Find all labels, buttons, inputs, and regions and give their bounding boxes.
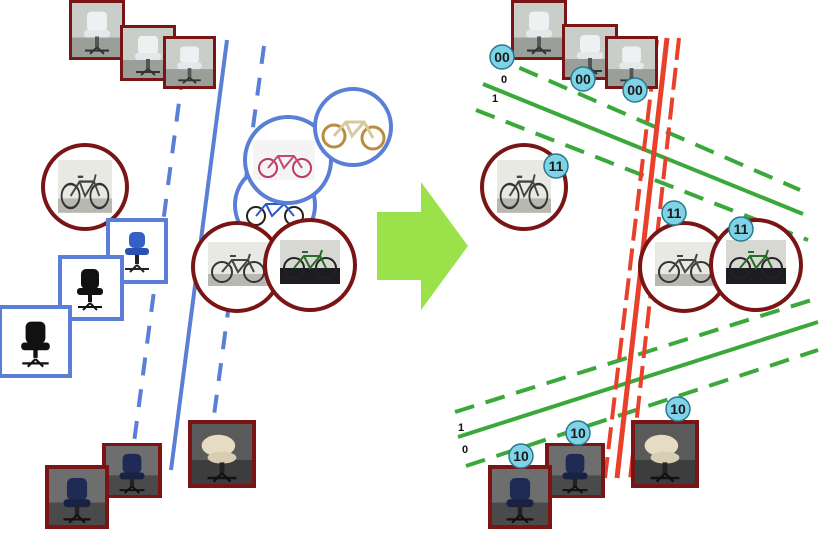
right-panel: 0 1 1 0 00 00 00 11 11 11 [454, 0, 819, 529]
svg-text:00: 00 [627, 82, 643, 98]
svg-text:11: 11 [734, 221, 749, 237]
chair-black-2-tile [58, 255, 124, 321]
r-chair-dark-2-tile [488, 465, 552, 529]
red-dashed-line-left [603, 39, 659, 479]
svg-text:10: 10 [670, 401, 686, 417]
chair-dark-1-tile [102, 443, 162, 498]
svg-text:11: 11 [549, 158, 564, 174]
left-panel [0, 0, 393, 529]
svg-text:11: 11 [667, 205, 682, 221]
bottom-bit-label-0: 0 [462, 444, 468, 456]
svg-text:00: 00 [575, 71, 591, 87]
bottom-bit-label-1: 1 [458, 422, 464, 434]
transform-arrow [377, 182, 468, 310]
badge-10-a: 10 [508, 443, 534, 469]
top-bit-label-1: 1 [492, 93, 498, 105]
badge-00-c: 00 [622, 77, 648, 103]
badge-11-c: 11 [728, 216, 754, 242]
chair-white-3-tile [163, 36, 216, 89]
bicycle-1-tile [41, 143, 129, 231]
chair-white-1-tile [69, 0, 125, 60]
badge-11-a: 11 [543, 153, 569, 179]
svg-text:00: 00 [494, 49, 510, 65]
chair-black-3-tile [0, 305, 72, 378]
badge-00-b: 00 [570, 66, 596, 92]
bicycle-cream-tile [313, 87, 393, 167]
bicycle-3-tile [263, 218, 357, 312]
badge-11-b: 11 [661, 200, 687, 226]
r-bicycle-3-tile [709, 218, 803, 312]
svg-text:10: 10 [513, 448, 529, 464]
top-bit-label-0: 0 [501, 74, 507, 86]
green-dashed-top-1 [489, 53, 801, 192]
r-chair-beige-tile [631, 420, 699, 488]
badge-10-c: 10 [665, 396, 691, 422]
badge-10-b: 10 [565, 420, 591, 446]
r-chair-white-1-tile [511, 0, 567, 60]
r-chair-dark-1-tile [545, 443, 605, 498]
svg-text:10: 10 [570, 425, 586, 441]
chair-beige-tile [188, 420, 256, 488]
chair-dark-2-tile [45, 465, 109, 529]
badge-00-a: 00 [489, 44, 515, 70]
green-solid-bottom [457, 320, 819, 439]
